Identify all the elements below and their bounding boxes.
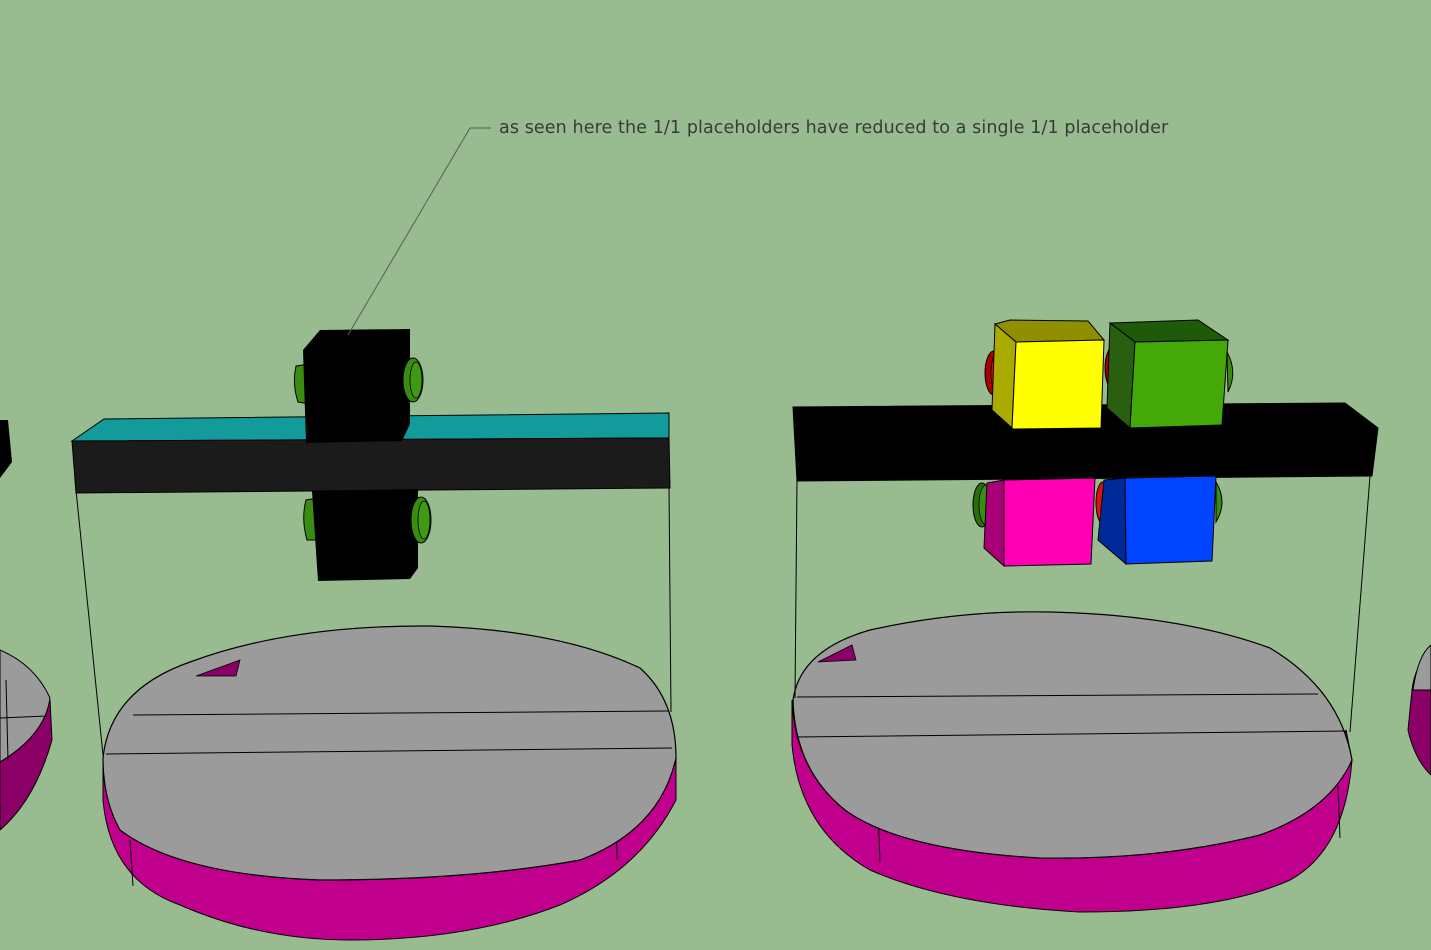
left-stand[interactable] (72, 329, 676, 940)
left-placeholder-lower[interactable] (304, 489, 431, 581)
magenta-cube[interactable] (973, 478, 1110, 566)
green-cube[interactable] (1105, 320, 1233, 428)
yellow-cube-front (1012, 340, 1104, 429)
partial-black-block-left (0, 420, 12, 478)
blue-cube-peg-green (1216, 482, 1222, 522)
right-support-right (1350, 476, 1370, 732)
magenta-cube-side (984, 480, 1004, 566)
yellow-cube[interactable] (985, 320, 1104, 429)
left-upper-block-body (303, 329, 410, 443)
right-disc-top (793, 612, 1352, 858)
left-lower-peg-right-face (418, 501, 430, 539)
left-placeholder-upper[interactable] (294, 329, 423, 443)
magenta-cube-front (1004, 478, 1095, 566)
green-cube-peg-green (1227, 352, 1233, 392)
left-upper-peg-right-face (410, 362, 422, 398)
blue-cube[interactable] (1098, 476, 1222, 564)
blue-cube-front (1125, 476, 1216, 564)
left-lower-block-body (312, 489, 418, 581)
left-support-right (669, 488, 671, 712)
left-beam-face (72, 438, 670, 493)
green-cube-front (1130, 340, 1228, 428)
partial-stand-left-edge[interactable] (0, 420, 52, 830)
right-support-left (795, 478, 797, 698)
left-support-left (76, 490, 103, 755)
annotation-callout[interactable]: as seen here the 1/1 placeholders have r… (499, 118, 1168, 138)
annotation-leader (348, 128, 491, 335)
partial-disc-top-right (1413, 645, 1431, 690)
right-stand[interactable] (792, 320, 1378, 912)
partial-stand-right-edge[interactable] (1408, 645, 1431, 775)
